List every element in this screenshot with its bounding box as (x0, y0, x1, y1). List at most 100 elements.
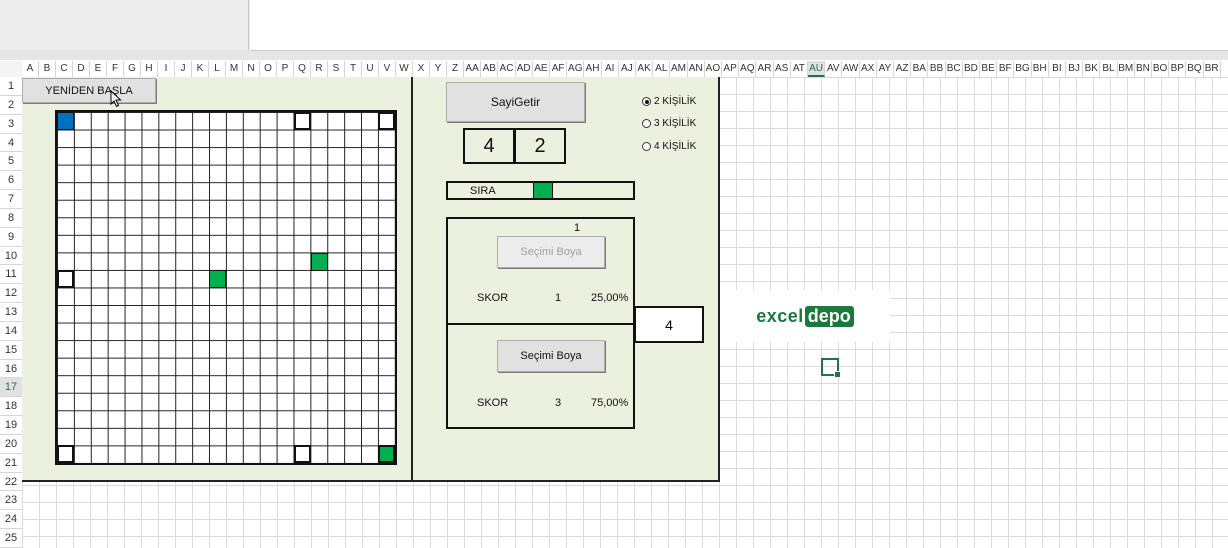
row-header[interactable]: 4 (0, 134, 22, 153)
column-header[interactable]: AG (567, 61, 585, 77)
radio-4-players[interactable]: 4 KİŞİLİK (642, 141, 696, 152)
column-header[interactable]: BR (1204, 61, 1221, 77)
column-header[interactable]: BB (928, 61, 946, 77)
column-header[interactable]: A (22, 61, 39, 77)
radio-unselected-icon[interactable] (642, 142, 651, 151)
column-header[interactable]: AI (602, 61, 619, 77)
paint-selection-button-player1[interactable]: Seçimi Boya (497, 236, 605, 268)
column-header[interactable]: AX (860, 61, 877, 77)
column-header[interactable]: AV (825, 61, 843, 77)
column-header[interactable]: AC (498, 61, 516, 77)
column-header[interactable]: Q (294, 61, 311, 77)
column-header[interactable]: BO (1152, 61, 1170, 77)
row-header[interactable]: 6 (0, 171, 22, 191)
column-header[interactable]: AD (516, 61, 533, 77)
row-header[interactable]: 19 (0, 416, 22, 435)
column-header[interactable]: BG (1014, 61, 1032, 77)
formula-bar[interactable] (250, 0, 1228, 51)
row-header[interactable]: 21 (0, 454, 22, 473)
column-header[interactable]: AU (808, 61, 826, 77)
column-header[interactable]: U (362, 61, 379, 77)
column-header[interactable]: V (379, 61, 396, 77)
column-header[interactable]: BK (1083, 61, 1101, 77)
row-header[interactable]: 8 (0, 209, 22, 228)
column-header[interactable]: BA (911, 61, 929, 77)
column-header[interactable]: AJ (619, 61, 636, 77)
name-box[interactable] (0, 0, 249, 50)
column-header[interactable]: AY (877, 61, 894, 77)
game-board[interactable] (55, 110, 397, 465)
cell-start-corner[interactable] (57, 270, 74, 288)
row-header[interactable]: 23 (0, 491, 22, 511)
column-header[interactable]: BD (963, 61, 980, 77)
row-header[interactable]: 12 (0, 284, 22, 304)
row-header[interactable]: 18 (0, 397, 22, 417)
row-header[interactable]: 13 (0, 303, 22, 322)
column-header[interactable]: BQ (1186, 61, 1204, 77)
radio-unselected-icon[interactable] (642, 119, 651, 128)
column-header[interactable]: S (328, 61, 345, 77)
column-header[interactable]: AK (636, 61, 654, 77)
cell-green-player[interactable] (209, 270, 226, 288)
row-header[interactable]: 22 (0, 473, 22, 492)
column-header[interactable]: AZ (894, 61, 912, 77)
row-header[interactable]: 16 (0, 360, 22, 379)
column-header[interactable]: G (124, 61, 141, 77)
row-header[interactable]: 7 (0, 190, 22, 209)
column-header[interactable]: AB (481, 61, 499, 77)
column-header[interactable]: F (107, 61, 124, 77)
column-header[interactable]: M (226, 61, 243, 77)
column-header[interactable]: O (260, 61, 277, 77)
cell-blue-player[interactable] (57, 112, 74, 130)
column-header[interactable]: AR (756, 61, 774, 77)
column-header[interactable]: Y (430, 61, 447, 77)
column-header[interactable]: AS (774, 61, 791, 77)
get-number-button[interactable]: SayiGetir (446, 82, 585, 122)
column-header[interactable]: BH (1032, 61, 1049, 77)
paint-selection-button-player2[interactable]: Seçimi Boya (497, 340, 605, 372)
column-header[interactable]: T (345, 61, 362, 77)
column-header[interactable]: AP (722, 61, 740, 77)
column-header[interactable]: BP (1169, 61, 1187, 77)
column-header[interactable]: I (158, 61, 175, 77)
column-header[interactable]: X (413, 61, 430, 77)
column-header[interactable]: D (73, 61, 90, 77)
column-header[interactable]: AF (550, 61, 568, 77)
cell-start-corner[interactable] (294, 112, 311, 130)
column-header[interactable]: Z (447, 61, 464, 77)
cell-green-player[interactable] (311, 253, 328, 271)
row-header[interactable]: 20 (0, 435, 22, 454)
column-header[interactable]: AL (653, 61, 671, 77)
column-header[interactable]: K (192, 61, 209, 77)
column-header[interactable]: AH (584, 61, 602, 77)
cell-start-corner[interactable] (57, 445, 74, 463)
column-header[interactable]: BC (946, 61, 963, 77)
row-header[interactable]: 25 (0, 529, 22, 548)
column-header[interactable]: AM (670, 61, 688, 77)
active-cell-selection[interactable] (821, 358, 841, 378)
row-header[interactable]: 10 (0, 247, 22, 266)
column-header[interactable]: N (243, 61, 260, 77)
row-header[interactable]: 11 (0, 265, 22, 285)
column-header[interactable]: C (56, 61, 73, 77)
column-header[interactable]: BL (1100, 61, 1118, 77)
column-header[interactable]: BN (1135, 61, 1152, 77)
column-header[interactable]: AE (533, 61, 550, 77)
column-header[interactable]: BF (997, 61, 1015, 77)
cell-start-corner[interactable] (294, 445, 311, 463)
column-header[interactable]: H (141, 61, 158, 77)
column-header[interactable]: R (311, 61, 328, 77)
column-header[interactable]: BE (980, 61, 998, 77)
row-header[interactable]: 9 (0, 228, 22, 247)
restart-button[interactable]: YENİDEN BAŞLA (22, 78, 156, 103)
radio-2-players[interactable]: 2 KİŞİLİK (642, 96, 696, 107)
row-header[interactable]: 24 (0, 510, 22, 530)
row-header[interactable]: 14 (0, 322, 22, 341)
radio-3-players[interactable]: 3 KİŞİLİK (642, 118, 696, 129)
column-header[interactable]: AT (791, 61, 808, 77)
column-header[interactable]: AA (464, 61, 482, 77)
column-header[interactable]: J (175, 61, 192, 77)
row-header[interactable]: 2 (0, 96, 22, 115)
column-header[interactable]: AO (705, 61, 722, 77)
column-header[interactable]: W (396, 61, 413, 77)
